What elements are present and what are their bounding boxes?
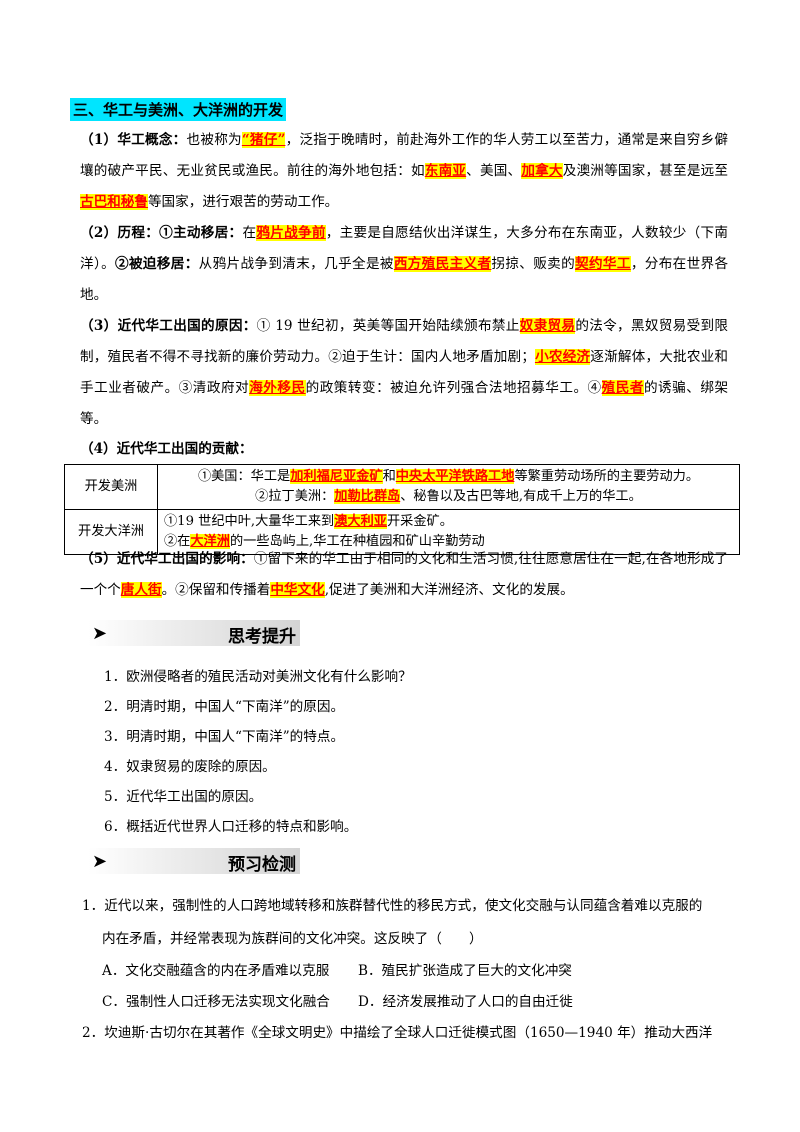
paragraph-contribution: （4）近代华工出国的贡献： [80, 434, 728, 465]
text: 拐掠、贩卖的 [491, 256, 576, 272]
highlight-term: 大洋洲 [190, 534, 230, 549]
row-label-americas: 开发美洲 [64, 464, 158, 510]
highlight-term: 古巴和秘鲁 [80, 194, 148, 210]
highlight-term: 加拿大 [521, 163, 563, 179]
question-1-stem-line2: 内在矛盾，并经常表现为族群间的文化冲突。这反映了（ ） [102, 931, 483, 947]
text: 的法令，黑奴贸易受到限制，殖民者不得不寻找新的廉价劳动力。②迫于生计：国内人地矛… [80, 318, 729, 365]
highlight-term: 中华文化 [270, 582, 325, 598]
table-line: ②拉丁美洲：加勒比群岛、秘鲁以及古巴等地,有成千上万的华工。 [164, 487, 733, 507]
contribution-label: （4）近代华工出国的贡献： [80, 441, 253, 457]
concept-label: （1）华工概念： [80, 132, 187, 148]
table-line: ①美国：华工是加利福尼亚金矿和中央太平洋铁路工地等繁重劳动场所的主要劳动力。 [164, 467, 733, 487]
text: ①美国：华工是 [197, 469, 291, 484]
think-item: 6．概括近代世界人口迁移的特点和影响。 [104, 819, 358, 835]
think-item: 1．欧洲侵略者的殖民活动对美洲文化有什么影响？ [104, 669, 412, 685]
question-1-stem-line1: 1．近代以来，强制性的人口跨地域转移和族群替代性的移民方式，使文化交融与认同蕴含… [82, 898, 703, 914]
text: 、秘鲁以及古巴等地,有成千上万的华工。 [400, 489, 642, 504]
think-item: 3．明清时期，中国人“下南洋”的特点。 [104, 729, 345, 745]
arrow-icon: ➤ [92, 623, 108, 644]
text: 开采金矿。 [386, 514, 453, 529]
text: 在 [242, 225, 257, 241]
preview-title: 预习检测 [228, 855, 296, 875]
highlight-term: 中央太平洋铁路工地 [395, 469, 515, 484]
text: 的政策转变：被迫允许列强合法地招募华工。④ [305, 380, 602, 396]
highlight-term: 加利福尼亚金矿 [290, 469, 383, 484]
option-b: B．殖民扩张造成了巨大的文化冲突 [358, 963, 572, 979]
highlight-term: 小农经济 [534, 349, 591, 365]
highlight-term: 澳大利亚 [334, 514, 387, 529]
contribution-table: 开发美洲 ①美国：华工是加利福尼亚金矿和中央太平洋铁路工地等繁重劳动场所的主要劳… [64, 464, 740, 555]
text: 也被称为 [186, 132, 242, 148]
option-c: C．强制性人口迁移无法实现文化融合 [102, 994, 330, 1010]
row-label-oceania: 开发大洋洲 [64, 509, 158, 555]
think-item: 2．明清时期，中国人“下南洋”的原因。 [104, 699, 345, 715]
text: ，主要是自愿结伙出洋谋生，大多分布在东南亚，人数较少（下南洋）。 [80, 225, 729, 272]
highlight-term: 海外移民 [249, 380, 306, 396]
think-banner: ➤ 思考提升 [88, 620, 300, 647]
text: ②在 [164, 534, 191, 549]
text: ，泛指于晚晴时，前赴海外工作的华人劳工以至苦力，通常是来自穷乡僻壤的破产平民、无… [80, 132, 729, 179]
row-content-americas: ①美国：华工是加利福尼亚金矿和中央太平洋铁路工地等繁重劳动场所的主要劳动力。 ②… [157, 464, 740, 510]
text: 。②保留和传播着 [161, 582, 271, 598]
highlight-term: 鸦片战争前 [256, 225, 326, 241]
text: ① 19 世纪初，英美等国开始陆续颁布禁止 [256, 318, 520, 334]
think-item: 5．近代华工出国的原因。 [104, 789, 263, 805]
table-line: ②在大洋洲的一些岛屿上,华工在种植园和矿山辛勤劳动 [164, 532, 733, 552]
text: ,促进了美洲和大洋洲经济、文化的发展。 [324, 582, 574, 598]
table-line: ①19 世纪中叶,大量华工来到澳大利亚开采金矿。 [164, 512, 733, 532]
text: ，分布在世界各地。 [80, 256, 729, 303]
highlight-term: 加勒比群岛 [334, 489, 401, 504]
highlight-term: 殖民者 [601, 380, 644, 396]
text: 和 [382, 469, 396, 484]
paragraph-reasons: （3）近代华工出国的原因：① 19 世纪初，英美等国开始陆续颁布禁止奴隶贸易的法… [80, 311, 728, 435]
highlight-term: 唐人街 [120, 582, 162, 598]
highlight-term: 契约华工 [575, 256, 631, 272]
highlight-term: “猪仔” [241, 132, 286, 148]
section-title: 三、华工与美洲、大洋洲的开发 [70, 98, 287, 121]
highlight-term: 西方殖民主义者 [393, 256, 492, 272]
text: 等国家，进行艰苦的劳动工作。 [147, 194, 339, 210]
text: 、美国、 [466, 163, 522, 179]
text: 从鸦片战争到清末，几乎全是被 [198, 256, 394, 272]
paragraph-impact: （5）近代华工出国的影响：①留下来的华工由于相同的文化和生活习惯,往往愿意居住在… [80, 544, 728, 606]
paragraph-concept: （1）华工概念：也被称为“猪仔”，泛指于晚晴时，前赴海外工作的华人劳工以至苦力，… [80, 125, 728, 218]
text: 逐渐解体，大批农业和手工业者破产。③清政府对 [80, 349, 729, 396]
table-row: 开发大洋洲 ①19 世纪中叶,大量华工来到澳大利亚开采金矿。 ②在大洋洲的一些岛… [64, 509, 740, 555]
text: 的一些岛屿上,华工在种植园和矿山辛勤劳动 [229, 534, 485, 549]
text: ①留下来的华工由于相同的文化和生活习惯,往往愿意居住在一起,在各地形成了一个个 [80, 551, 728, 598]
row-content-oceania: ①19 世纪中叶,大量华工来到澳大利亚开采金矿。 ②在大洋洲的一些岛屿上,华工在… [157, 509, 740, 555]
think-title: 思考提升 [228, 627, 296, 647]
table-row: 开发美洲 ①美国：华工是加利福尼亚金矿和中央太平洋铁路工地等繁重劳动场所的主要劳… [64, 464, 740, 510]
option-d: D．经济发展推动了人口的自由迁徙 [358, 994, 573, 1010]
text: 的诱骗、绑架等。 [80, 380, 729, 427]
think-item: 4．奴隶贸易的废除的原因。 [104, 759, 276, 775]
arrow-icon: ➤ [92, 851, 108, 872]
impact-label: （5）近代华工出国的影响： [80, 551, 254, 567]
subheading: ②被迫移居： [115, 256, 199, 272]
option-a: A．文化交融蕴含的内在矛盾难以克服 [102, 963, 330, 979]
preview-banner: ➤ 预习检测 [88, 848, 300, 875]
text: 及澳洲等国家，甚至是远至 [562, 163, 729, 179]
text: ②拉丁美洲： [255, 489, 335, 504]
paragraph-history: （2）历程：①主动移居：在鸦片战争前，主要是自愿结伙出洋谋生，大多分布在东南亚，… [80, 218, 728, 311]
text: 等繁重劳动场所的主要劳动力。 [514, 469, 700, 484]
reasons-label: （3）近代华工出国的原因： [80, 318, 257, 334]
subheading: ①主动移居： [159, 225, 243, 241]
history-label: （2）历程： [80, 225, 160, 241]
text: ①19 世纪中叶,大量华工来到 [164, 514, 335, 529]
highlight-term: 奴隶贸易 [519, 318, 576, 334]
question-2-stem-line1: 2．坎迪斯·古切尔在其著作《全球文明史》中描绘了全球人口迁徙模式图（1650—1… [82, 1025, 713, 1041]
highlight-term: 东南亚 [424, 163, 467, 179]
